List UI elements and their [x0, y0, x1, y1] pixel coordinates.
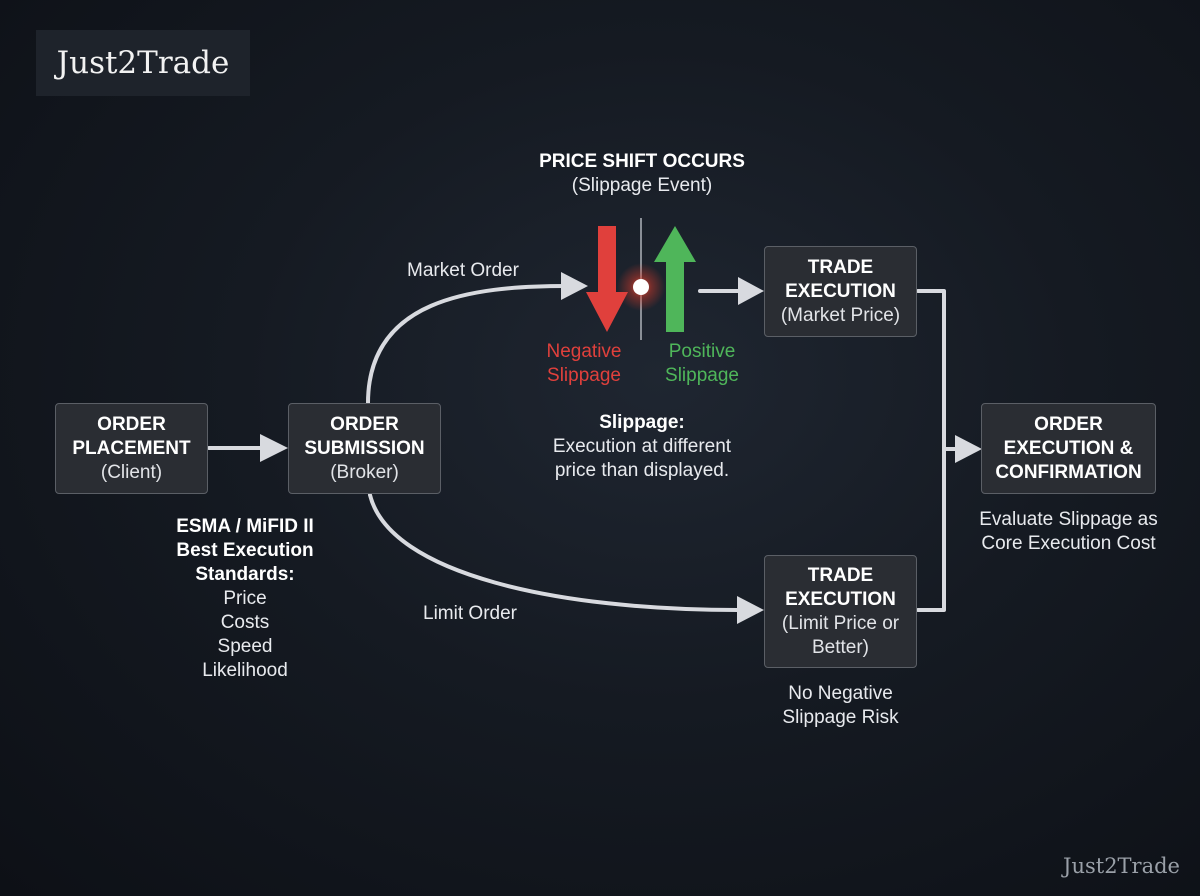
node-trade-execution-limit: TRADE EXECUTION (Limit Price or Better) [764, 555, 917, 668]
node-trade-execution-market: TRADE EXECUTION (Market Price) [764, 246, 917, 337]
limit-order-label: Limit Order [423, 603, 517, 624]
node-title: ORDER SUBMISSION [304, 413, 425, 459]
node-subtitle: (Broker) [330, 461, 399, 483]
node-order-submission: ORDER SUBMISSION (Broker) [288, 403, 441, 494]
market-order-label: Market Order [407, 260, 519, 281]
node-order-placement: ORDER PLACEMENT (Client) [55, 403, 208, 494]
market-order-curve [366, 284, 568, 405]
brand-logo: Just2Trade [36, 30, 250, 96]
price-shift-title: PRICE SHIFT OCCURS [539, 151, 745, 172]
node-subtitle: (Client) [100, 461, 163, 483]
node-subtitle: (Market Price) [780, 304, 901, 326]
node-subtitle: (Limit Price or Better) [781, 612, 900, 658]
bracket-to-confirmation [916, 289, 946, 612]
node-title: TRADE EXECUTION [785, 564, 896, 610]
no-negative-slippage-note: No Negative Slippage Risk [782, 683, 899, 728]
positive-slippage-label: Positive Slippage [665, 341, 739, 386]
esma-title: ESMA / MiFID II Best Execution Standards… [176, 516, 314, 585]
node-title: ORDER EXECUTION & CONFIRMATION [995, 413, 1142, 483]
price-point-icon [633, 279, 649, 295]
node-title: ORDER PLACEMENT [72, 413, 191, 459]
node-order-confirmation: ORDER EXECUTION & CONFIRMATION [981, 403, 1156, 494]
arrow-up-green-icon [654, 226, 696, 332]
arrow-down-red-icon [586, 226, 628, 332]
slippage-title: Slippage: [599, 412, 685, 433]
slippage-description: Execution at different price than displa… [552, 436, 732, 481]
evaluate-slippage-note: Evaluate Slippage as Core Execution Cost [979, 509, 1158, 554]
price-shift-subtitle: (Slippage Event) [571, 175, 713, 196]
negative-slippage-label: Negative Slippage [546, 341, 622, 386]
esma-criteria: Price Costs Speed Likelihood [202, 588, 288, 681]
limit-order-curve [368, 493, 740, 612]
brand-watermark: Just2Trade [1063, 854, 1180, 878]
node-title: TRADE EXECUTION [785, 256, 896, 302]
